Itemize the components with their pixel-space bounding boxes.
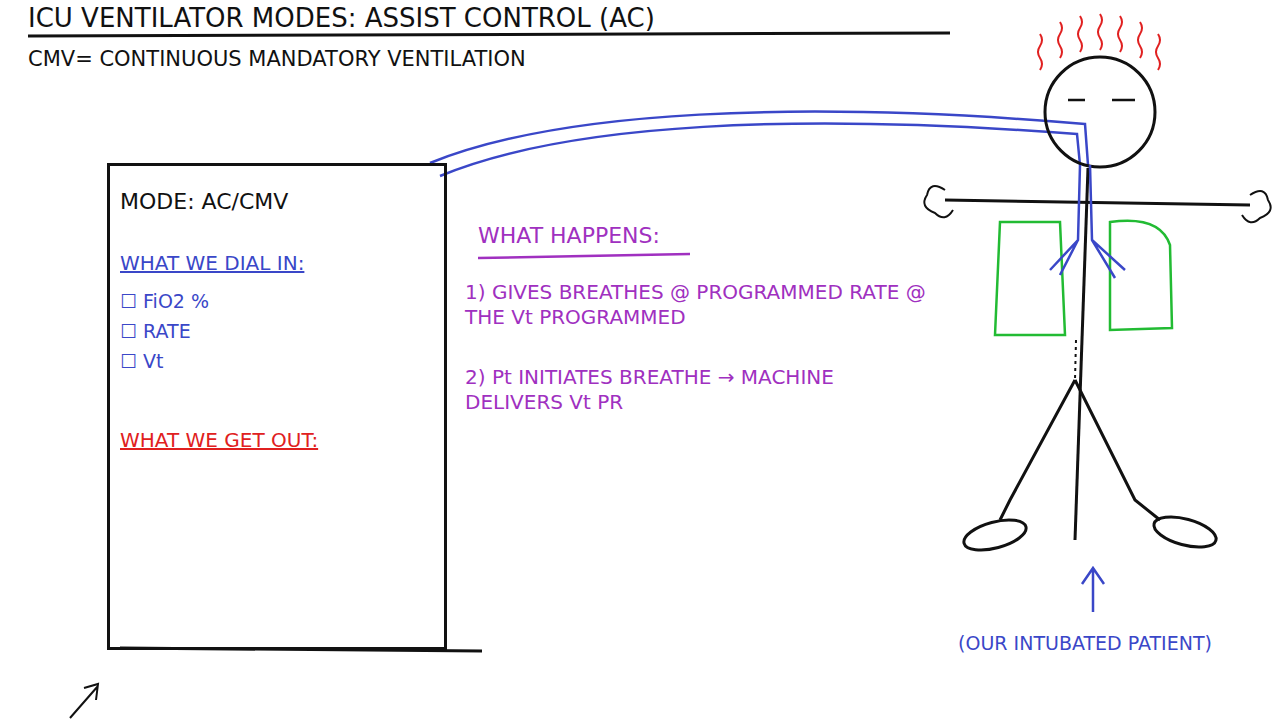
arrow-line (1082, 568, 1104, 612)
title: ICU VENTILATOR MODES: ASSIST CONTROL (AC… (28, 2, 655, 35)
squiggle (1098, 14, 1102, 50)
setting-item: ☐ FiO2 % (120, 290, 209, 314)
lungs (995, 221, 1172, 335)
stray-arrow (70, 684, 98, 718)
step-note: 2) Pt INITIATES BREATHE → MACHINE DELIVE… (465, 365, 885, 415)
patient-head (1045, 57, 1155, 167)
squiggle (1058, 22, 1062, 58)
mode-heading: MODE: AC/CMV (120, 188, 288, 216)
left-lung (995, 222, 1065, 335)
patient-figure (924, 57, 1270, 556)
patient-legs (1000, 380, 1160, 520)
patient-eyes (1068, 99, 1135, 102)
patient-foot (961, 514, 1030, 556)
ventilator-tube (430, 112, 1088, 176)
get-out-heading: WHAT WE GET OUT: (120, 428, 318, 453)
distress-squiggles (1038, 14, 1160, 70)
squiggle (1156, 34, 1160, 70)
step-note: 1) GIVES BREATHES @ PROGRAMMED RATE @ TH… (465, 280, 935, 330)
tube-line (430, 112, 1088, 165)
setting-item: ☐ Vt (120, 350, 164, 374)
patient-label: (OUR INTUBATED PATIENT) (950, 632, 1220, 656)
squiggle (1138, 22, 1142, 58)
midline (1075, 340, 1076, 380)
patient-hand (924, 186, 953, 217)
patient-arms (945, 200, 1250, 205)
heading-underline (478, 254, 690, 258)
patient-foot (1151, 511, 1220, 553)
tube-line (440, 124, 1080, 176)
dial-in-heading: WHAT WE DIAL IN: (120, 251, 304, 276)
setting-item: ☐ RATE (120, 320, 191, 344)
definition-note: CMV= CONTINUOUS MANDATORY VENTILATION (28, 46, 526, 72)
section-heading: WHAT HAPPENS: (478, 222, 660, 250)
pointer-arrow (1082, 568, 1104, 612)
patient-body (1075, 168, 1088, 540)
squiggle (1118, 16, 1122, 52)
airway (1050, 165, 1125, 278)
right-lung (1110, 221, 1172, 330)
trachea-bronchi (1050, 165, 1125, 278)
squiggle (1078, 16, 1082, 52)
squiggle (1038, 34, 1042, 70)
ventilator-box: MODE: AC/CMV WHAT WE DIAL IN: ☐ FiO2 % ☐ RA… (107, 163, 447, 650)
title-underline (28, 33, 950, 36)
patient-hand (1242, 191, 1271, 222)
